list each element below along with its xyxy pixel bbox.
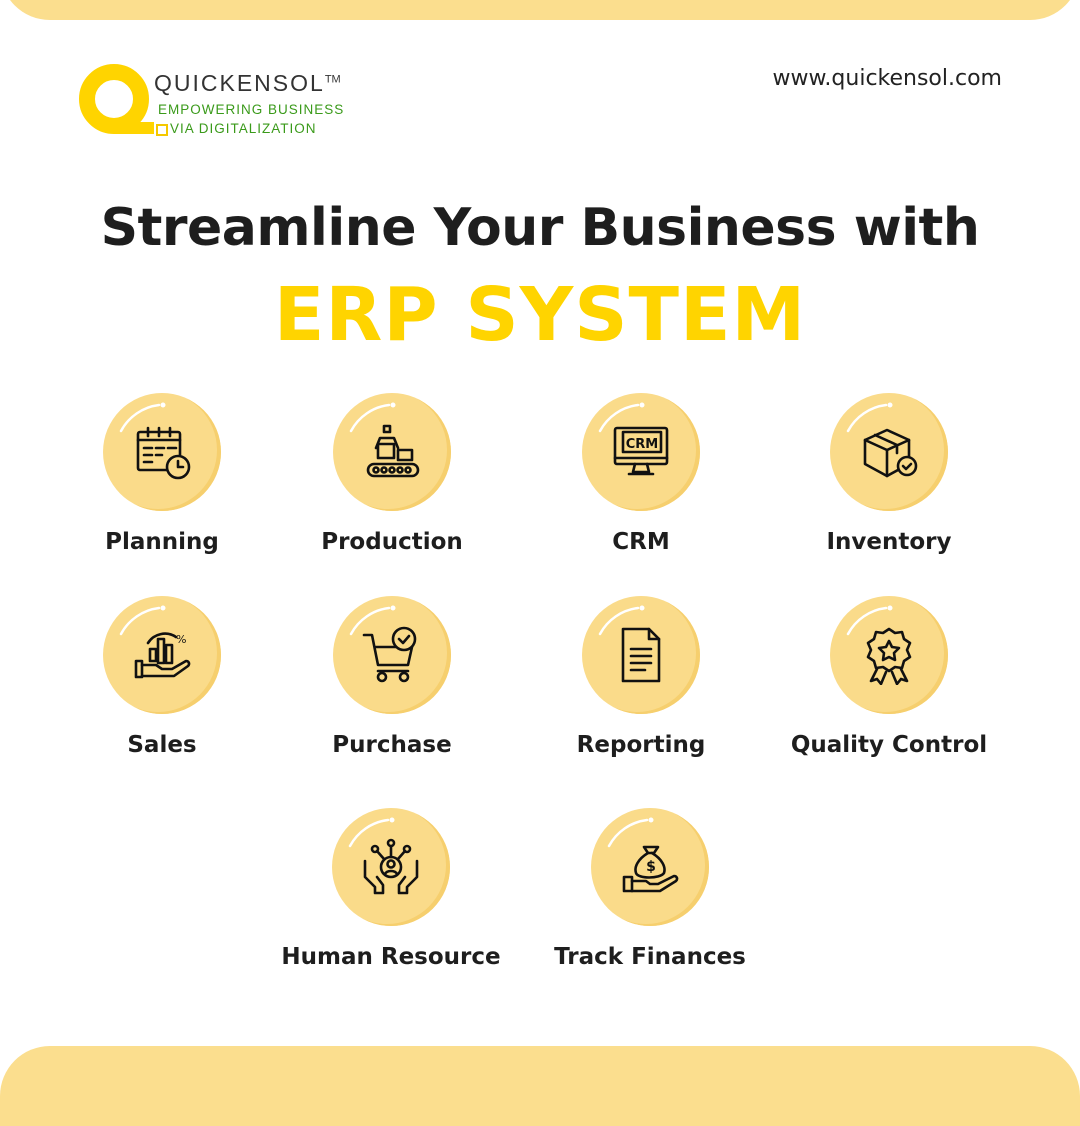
hands-network-icon <box>363 838 419 895</box>
shine-highlight <box>846 402 893 433</box>
shine-highlight <box>349 402 396 433</box>
feature-label: Production <box>321 529 463 555</box>
brand-tagline-1: EMPOWERING BUSINESS <box>158 102 345 117</box>
feature-circle <box>333 596 451 714</box>
badge-star-icon <box>866 627 912 685</box>
feature-label: Sales <box>127 732 197 758</box>
document-icon <box>621 627 661 683</box>
feature-human-resource: Human Resource <box>261 808 521 970</box>
feature-circle <box>582 596 700 714</box>
subheadline: ERP SYSTEM <box>273 272 807 358</box>
money-bag-hand-icon: $ <box>622 845 679 893</box>
crm-monitor-icon: CRM <box>613 426 669 476</box>
feature-circle <box>830 393 948 511</box>
feature-quality-control: Quality Control <box>759 596 1019 758</box>
feature-circle <box>830 596 948 714</box>
feature-circle <box>333 393 451 511</box>
svg-text:%: % <box>176 633 186 646</box>
shine-highlight <box>598 605 645 636</box>
shine-highlight <box>349 605 396 636</box>
svg-text:CRM: CRM <box>626 437 659 452</box>
feature-label: Purchase <box>332 732 452 758</box>
sales-chart-hand-icon: % <box>134 632 191 679</box>
feature-crm: CRM CRM <box>511 393 771 555</box>
feature-planning: Planning <box>32 393 292 555</box>
brand-tagline-2: VIA DIGITALIZATION <box>170 121 317 136</box>
feature-label: Reporting <box>576 732 706 758</box>
shine-highlight <box>119 402 166 433</box>
feature-sales: % Sales <box>32 596 292 758</box>
calendar-clock-icon <box>136 426 191 480</box>
feature-circle: CRM <box>582 393 700 511</box>
feature-circle: % <box>103 596 221 714</box>
box-check-icon <box>863 428 918 478</box>
shine-highlight <box>846 605 893 636</box>
shine-highlight <box>119 605 166 636</box>
svg-text:$: $ <box>646 859 656 875</box>
feature-track-finances: $ Track Finances <box>520 808 780 970</box>
feature-purchase: Purchase <box>262 596 522 758</box>
shine-highlight <box>598 402 645 433</box>
cart-check-icon <box>362 626 417 683</box>
brand-name: QUICKENSOLTM <box>154 70 341 96</box>
feature-production: Production <box>262 393 522 555</box>
feature-circle: $ <box>591 808 709 926</box>
website-link[interactable]: www.quickensol.com <box>772 66 1002 91</box>
conveyor-icon <box>366 424 420 478</box>
feature-label: CRM <box>612 529 670 555</box>
feature-label: Quality Control <box>790 732 988 758</box>
headline: Streamline Your Business with <box>100 198 980 258</box>
feature-label: Inventory <box>826 529 952 555</box>
shine-highlight <box>348 817 395 848</box>
feature-reporting: Reporting <box>511 596 771 758</box>
feature-label: Track Finances <box>554 944 746 970</box>
top-decor-bar <box>0 0 1080 20</box>
feature-circle <box>332 808 450 926</box>
feature-label: Planning <box>105 529 219 555</box>
shine-highlight <box>607 817 654 848</box>
feature-label: Human Resource <box>281 944 501 970</box>
bottom-decor-bar <box>0 1046 1080 1126</box>
logo-q-icon <box>79 64 154 134</box>
tagline-square-icon <box>156 124 168 136</box>
feature-inventory: Inventory <box>759 393 1019 555</box>
feature-circle <box>103 393 221 511</box>
